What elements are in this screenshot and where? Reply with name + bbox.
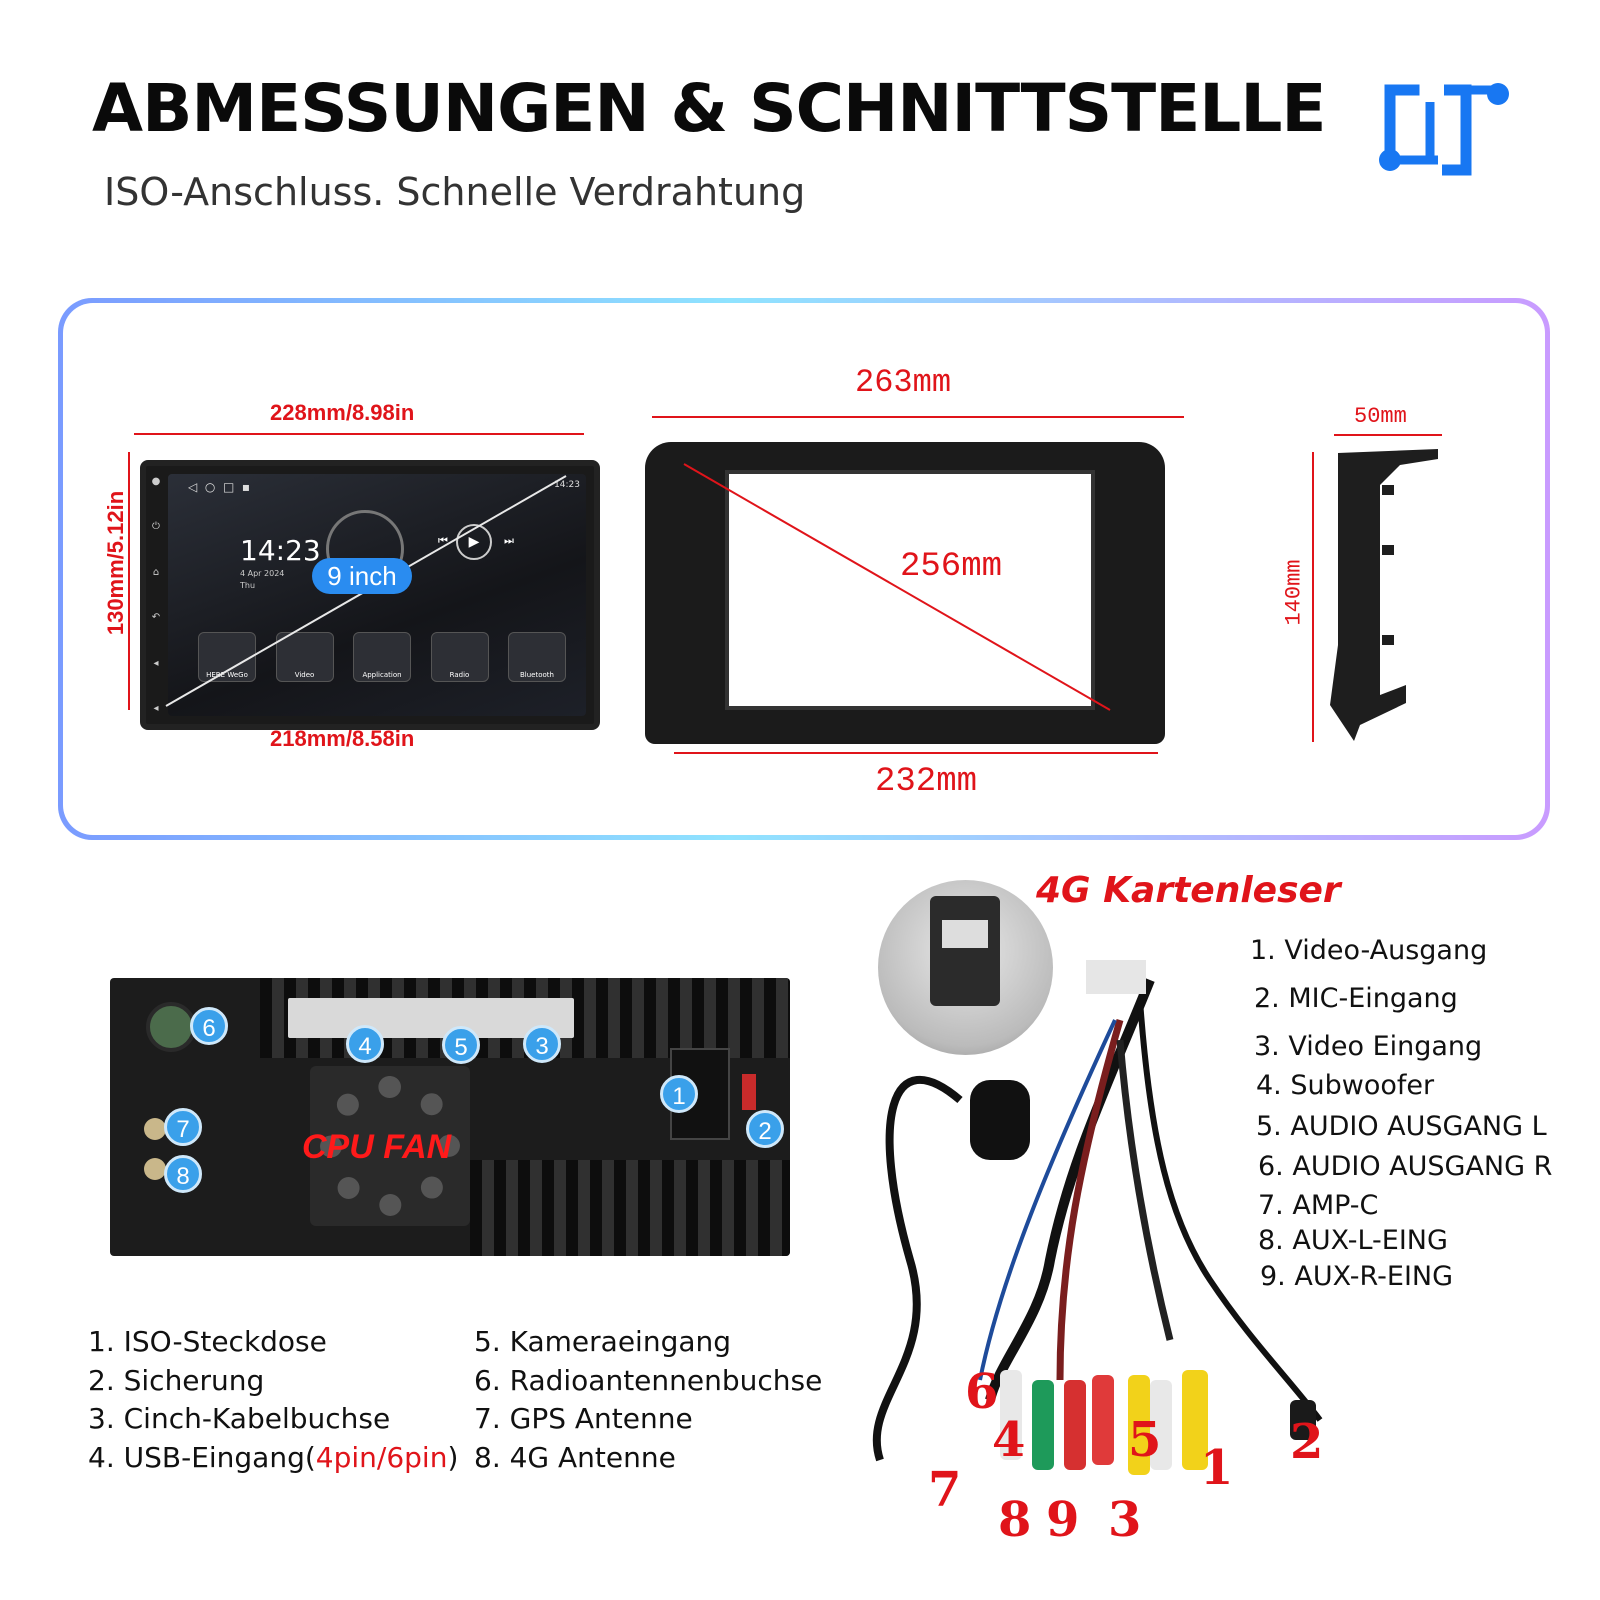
marker-7: 7 <box>164 1108 202 1146</box>
plug-number-9: 9 <box>1046 1492 1080 1548</box>
plug-number-3: 3 <box>1108 1492 1142 1548</box>
cpu-fan <box>310 1066 470 1226</box>
frame-opening <box>725 470 1095 710</box>
screen-height-label: 130mm/5.12in <box>103 490 128 636</box>
legend-item-6: 6. Radioantennenbuchse <box>474 1363 823 1397</box>
app-row: HERE WeGo Video Application Radio Blueto… <box>198 632 566 682</box>
frame-width-bottom-label: 232mm <box>875 763 978 801</box>
cable-legend-item-5: 5. AUDIO AUSGANG L <box>1256 1111 1547 1142</box>
gps-antenna-socket <box>144 1118 166 1140</box>
app-video[interactable]: Video <box>275 632 334 682</box>
legend-item-8: 8. 4G Antenne <box>474 1440 676 1474</box>
app-bluetooth[interactable]: Bluetooth <box>508 632 566 682</box>
radio-antenna-socket <box>146 1002 196 1052</box>
volume-down-icon: ◂ <box>153 702 159 714</box>
mic-module <box>970 1080 1030 1160</box>
screen-width-top-line <box>134 433 584 435</box>
plug-number-5: 5 <box>1128 1412 1162 1468</box>
app-application[interactable]: Application <box>353 632 411 682</box>
frame-width-bottom-line <box>674 752 1158 754</box>
marker-6: 6 <box>190 1007 228 1045</box>
plug-number-4: 4 <box>992 1412 1026 1468</box>
marker-2: 2 <box>746 1110 784 1148</box>
plug-number-7: 7 <box>928 1462 962 1518</box>
legend-item-4: 4. USB-Eingang(4pin/6pin) <box>88 1440 459 1474</box>
marker-8: 8 <box>164 1155 202 1193</box>
legend-item-2: 2. Sicherung <box>88 1363 265 1397</box>
screen-size-badge: 9 inch <box>312 558 412 594</box>
side-height-label: 140mm <box>1281 559 1307 626</box>
cable-legend-item-2: 2. MIC-Eingang <box>1254 983 1458 1014</box>
marker-5: 5 <box>442 1026 480 1064</box>
legend-item-5: 5. Kameraeingang <box>474 1325 732 1358</box>
frame-diagonal-label: 256mm <box>900 548 1003 586</box>
next-track-icon[interactable]: ⏭ <box>504 534 514 547</box>
play-icon[interactable]: ▶ <box>456 524 492 560</box>
nav-bar-icons: ◁ ○ □ ▪ <box>188 480 251 494</box>
cable-legend-item-3: 3. Video Eingang <box>1254 1031 1483 1062</box>
screen-height-line <box>128 452 130 710</box>
screen-diagonal-line <box>165 475 567 707</box>
cable-legend-item-8: 8. AUX-L-EING <box>1258 1225 1448 1256</box>
head-unit-screen: ● ⏻ ⌂ ↶ ◂ ◂ ◁ ○ □ ▪ 14:23 14:23 4 Apr 20… <box>140 460 600 730</box>
marker-1: 1 <box>660 1075 698 1113</box>
back-icon: ↶ <box>151 612 161 624</box>
home-icon: ⌂ <box>152 566 160 578</box>
back-panel-vent-bottom <box>470 1160 790 1256</box>
power-icon: ⏻ <box>152 521 160 533</box>
legend-item-3: 3. Cinch-Kabelbuchse <box>88 1402 391 1435</box>
interface-connector-icon <box>1379 83 1509 176</box>
side-bracket-profile <box>1330 449 1438 741</box>
plug-number-1: 1 <box>1200 1440 1234 1496</box>
screen-width-top-label: 228mm/8.98in <box>270 400 415 425</box>
cable-harness <box>872 960 1323 1475</box>
side-depth-label: 50mm <box>1354 404 1407 429</box>
prev-track-icon[interactable]: ⏮ <box>438 534 448 547</box>
frame-width-top-label: 263mm <box>855 364 952 401</box>
fuse <box>742 1074 756 1110</box>
plug-number-2: 2 <box>1290 1414 1324 1470</box>
back-panel-legend-col2: 5. Kameraeingang 6. Radioantennenbuchse … <box>474 1323 822 1477</box>
app-here-wego[interactable]: HERE WeGo <box>198 632 256 682</box>
cable-legend-item-6: 6. AUDIO AUSGANG R <box>1258 1151 1553 1182</box>
cpu-fan-label: CPU FAN <box>302 1128 452 1166</box>
4g-antenna-socket <box>144 1158 166 1180</box>
cable-legend-item-7: 7. AMP-C <box>1258 1190 1379 1221</box>
sim-card-reader-photo <box>878 880 1053 1055</box>
cable-legend-item-1: 1. Video-Ausgang <box>1250 935 1488 966</box>
cable-legend-item-9: 9. AUX-R-EING <box>1260 1261 1454 1292</box>
page-title: ABMESSUNGEN & SCHNITTSTELLE <box>92 70 1326 147</box>
frame-diagonal-line <box>683 463 1111 711</box>
side-height-line <box>1312 452 1314 742</box>
page-subtitle: ISO-Anschluss. Schnelle Verdrahtung <box>104 170 806 214</box>
marker-3: 3 <box>523 1025 561 1063</box>
plug-number-6: 6 <box>965 1364 999 1420</box>
marker-4: 4 <box>346 1025 384 1063</box>
volume-up-icon: ◂ <box>153 657 159 669</box>
frame-width-top-line <box>652 416 1184 418</box>
cable-legend-item-4: 4. Subwoofer <box>1256 1070 1435 1101</box>
legend-item-7: 7. GPS Antenne <box>474 1402 693 1435</box>
screen-width-bottom-label: 218mm/8.58in <box>270 726 415 751</box>
mic-icon: ● <box>151 476 161 487</box>
side-depth-line <box>1334 434 1442 436</box>
legend-item-1: 1. ISO-Steckdose <box>88 1325 327 1358</box>
screen-side-icons: ● ⏻ ⌂ ↶ ◂ ◂ <box>148 476 164 714</box>
plug-number-8: 8 <box>998 1492 1032 1548</box>
status-time: 14:23 <box>554 480 580 490</box>
back-panel-legend-col1: 1. ISO-Steckdose 2. Sicherung 3. Cinch-K… <box>88 1323 458 1477</box>
card-reader-label: 4G Kartenleser <box>1036 870 1341 911</box>
clock-time: 14:23 <box>240 534 321 567</box>
app-radio[interactable]: Radio <box>430 632 489 682</box>
